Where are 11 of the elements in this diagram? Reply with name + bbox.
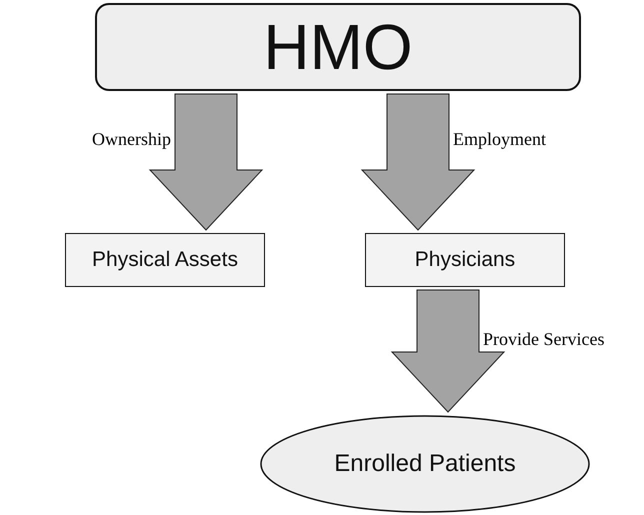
node-label: Physical Assets <box>91 247 239 273</box>
patients-ellipse <box>260 415 590 513</box>
block-arrow <box>360 94 476 231</box>
block-arrow <box>148 94 264 231</box>
organization-box <box>95 3 581 91</box>
node-label: Physicians <box>414 247 516 273</box>
node-label: Enrolled Patients <box>333 450 517 478</box>
process-box <box>65 233 265 287</box>
block-arrow <box>390 290 506 413</box>
process-box <box>365 233 565 287</box>
node-label: HMO <box>262 10 414 85</box>
